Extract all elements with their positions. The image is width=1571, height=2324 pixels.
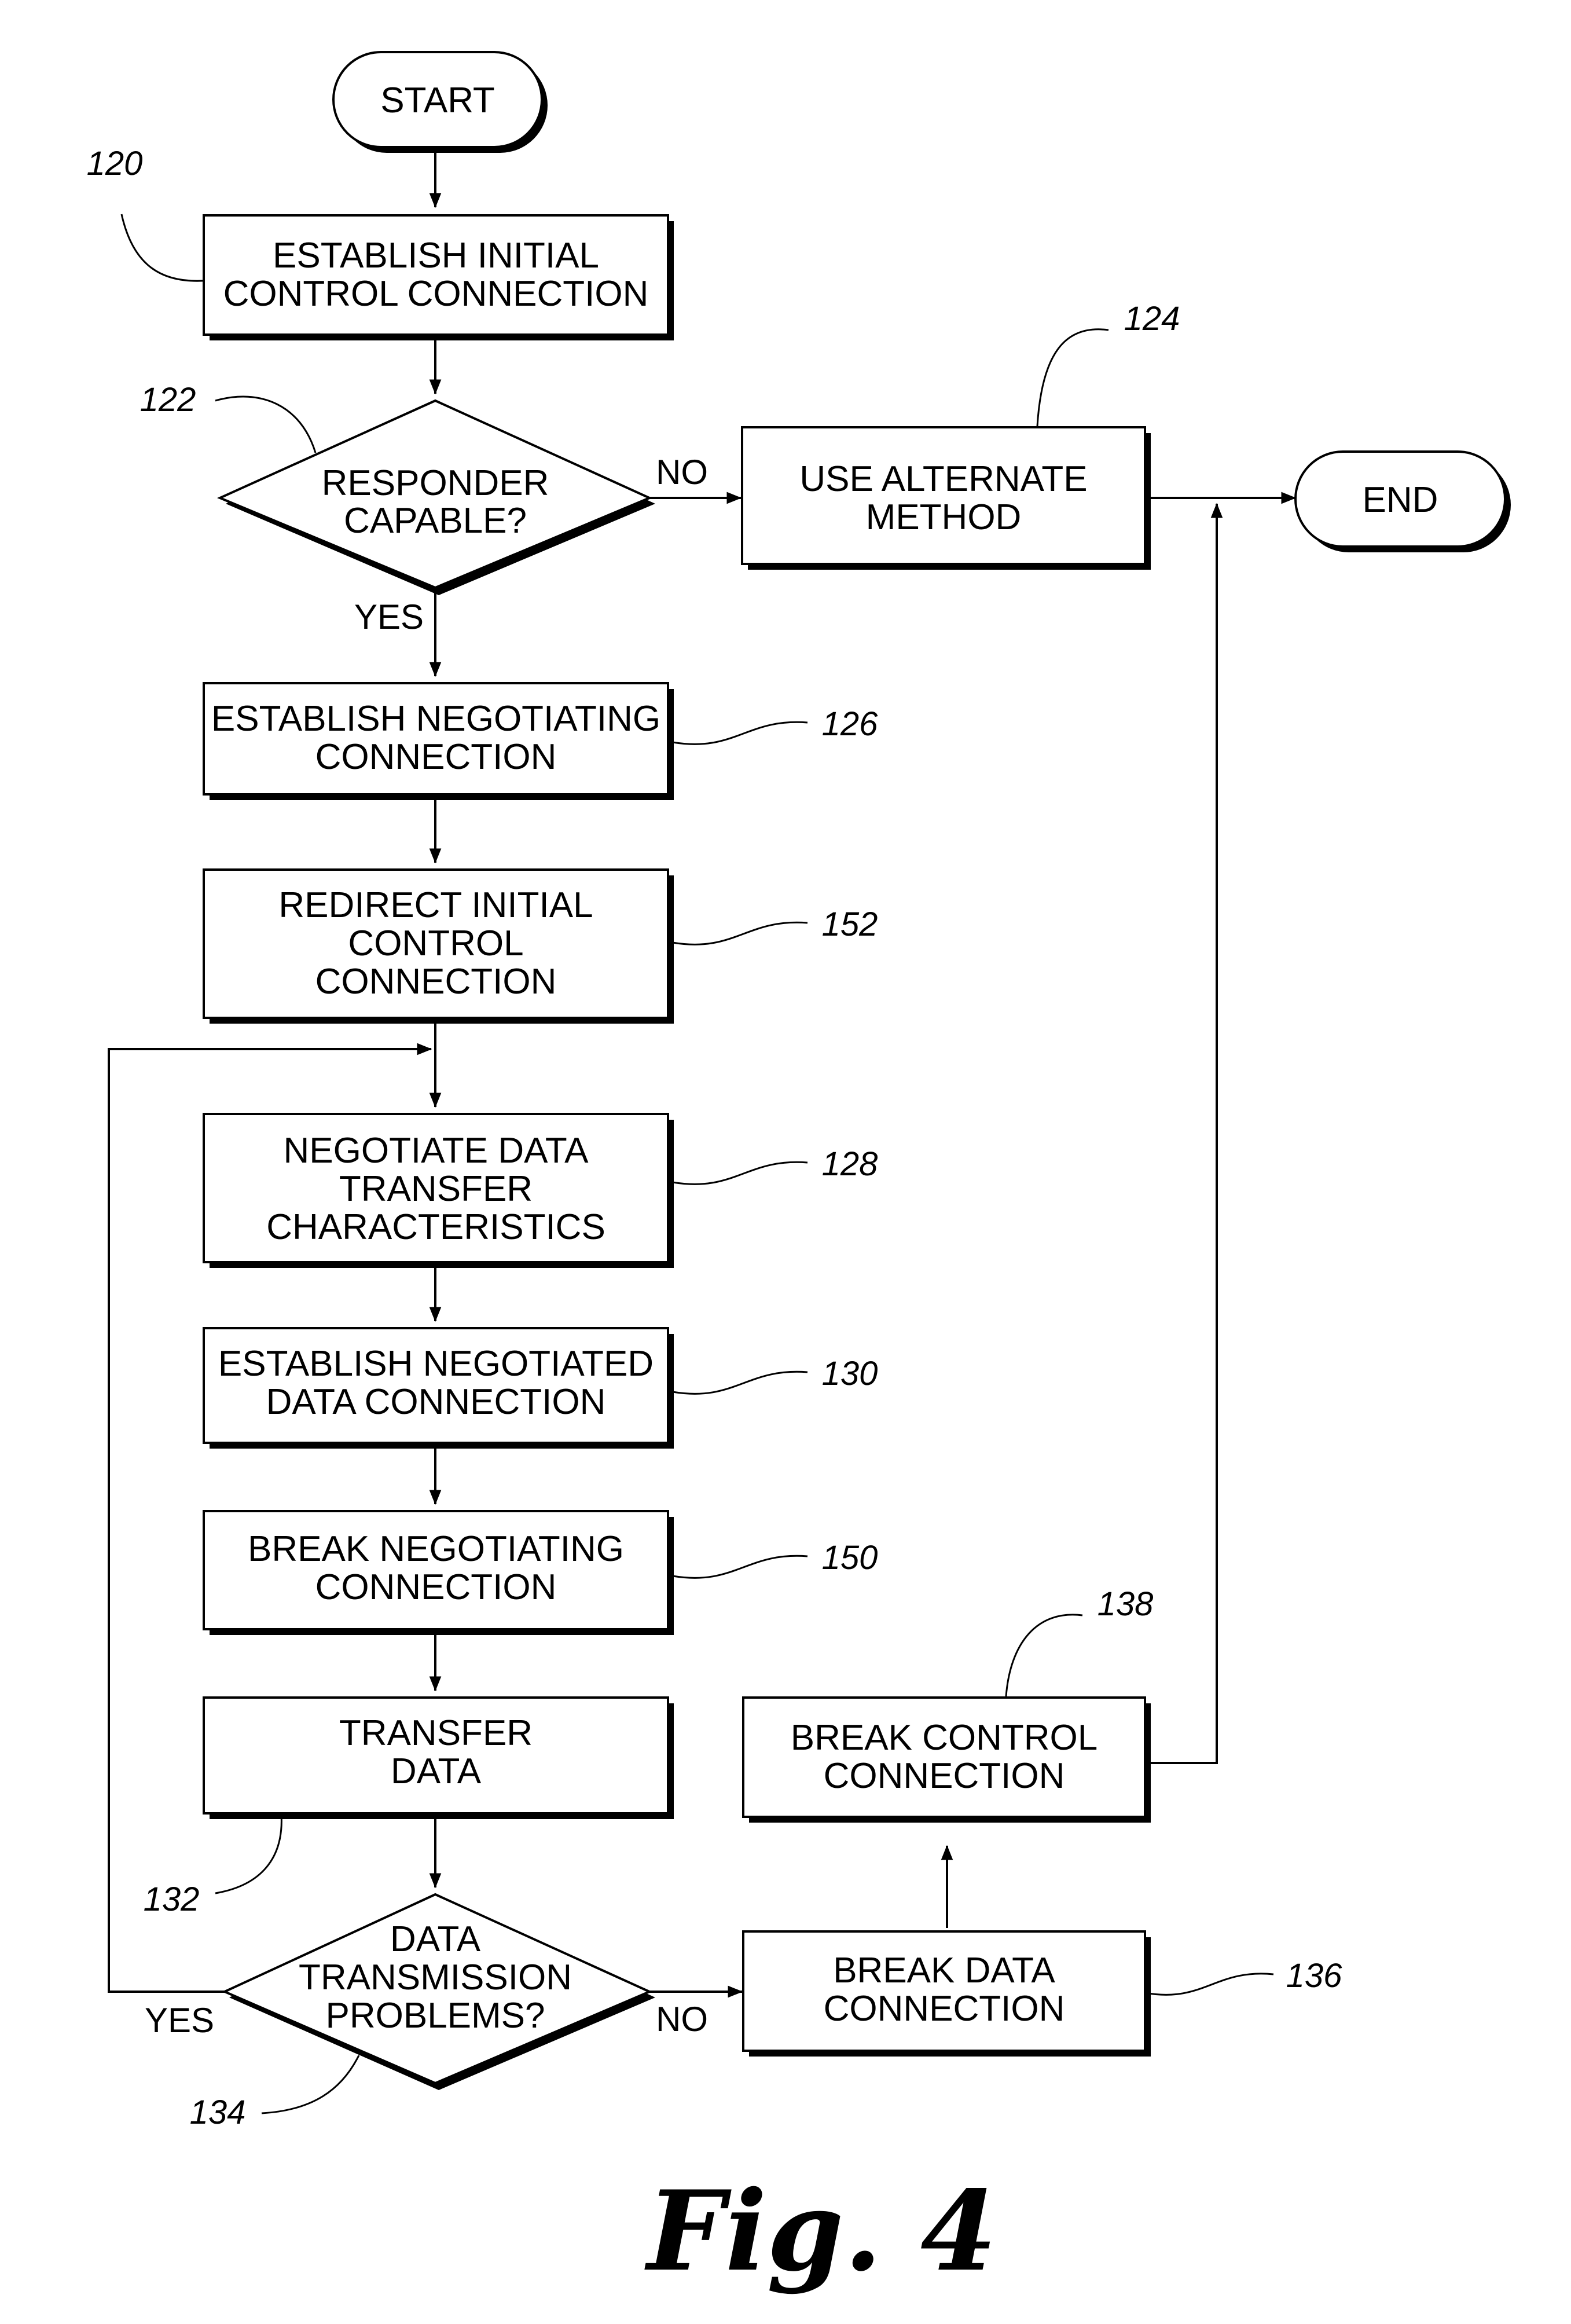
ref-136: 136 bbox=[1286, 1957, 1343, 1995]
box-126-establish-negotiating-connection: ESTABLISH NEGOTIATING CONNECTION bbox=[203, 682, 674, 800]
branch-label-134-no: NO bbox=[656, 2000, 708, 2039]
branch-label-134-yes: YES bbox=[145, 2001, 214, 2040]
leader-124 bbox=[1036, 328, 1109, 427]
connectors bbox=[108, 152, 1297, 1998]
box-150-break-negotiating-connection: BREAK NEGOTIATING CONNECTION bbox=[203, 1510, 674, 1635]
box-136-break-data-connection: BREAK DATA CONNECTION bbox=[742, 1930, 1151, 2057]
box-132-transfer-data: TRANSFER DATA bbox=[203, 1696, 674, 1819]
box-152-line-1: REDIRECT INITIAL bbox=[278, 885, 593, 925]
box-138-line-1: BREAK CONTROL bbox=[791, 1718, 1098, 1758]
decision-134-line-1: DATA bbox=[390, 1919, 481, 1959]
box-136-line-1: BREAK DATA bbox=[833, 1951, 1055, 1991]
decision-134-line-3: PROBLEMS? bbox=[325, 1996, 545, 2036]
box-126-line-2: CONNECTION bbox=[315, 737, 557, 777]
ref-126: 126 bbox=[822, 705, 879, 743]
box-124-line-2: METHOD bbox=[866, 497, 1022, 537]
ref-150: 150 bbox=[822, 1539, 878, 1577]
ref-138: 138 bbox=[1098, 1585, 1154, 1623]
box-132-line-1: TRANSFER bbox=[339, 1713, 533, 1753]
box-128-line-1: NEGOTIATE DATA bbox=[283, 1131, 589, 1171]
box-124-line-1: USE ALTERNATE bbox=[799, 459, 1087, 499]
box-138-break-control-connection: BREAK CONTROL CONNECTION bbox=[742, 1696, 1151, 1823]
box-120-establish-initial-control-connection: ESTABLISH INITIAL CONTROL CONNECTION bbox=[203, 214, 674, 340]
ref-124: 124 bbox=[1124, 300, 1180, 338]
leader-136 bbox=[1144, 1973, 1274, 1996]
box-138-line-2: CONNECTION bbox=[824, 1756, 1065, 1796]
box-130-line-2: DATA CONNECTION bbox=[266, 1382, 606, 1422]
leader-138 bbox=[1005, 1614, 1083, 1697]
end-terminator: END bbox=[1294, 450, 1511, 552]
box-128-line-3: CHARACTERISTICS bbox=[266, 1207, 605, 1247]
decision-134-data-transmission-problems: DATA TRANSMISSION PROBLEMS? bbox=[222, 1893, 655, 2090]
box-130-establish-negotiated-data-connection: ESTABLISH NEGOTIATED DATA CONNECTION bbox=[203, 1327, 674, 1449]
start-label: START bbox=[380, 80, 495, 120]
leader-128 bbox=[672, 1161, 808, 1185]
box-132-line-2: DATA bbox=[391, 1751, 482, 1791]
box-130-line-1: ESTABLISH NEGOTIATED bbox=[218, 1344, 654, 1384]
decision-122-line-1: RESPONDER bbox=[322, 463, 549, 503]
box-124-use-alternate-method: USE ALTERNATE METHOD bbox=[741, 426, 1151, 570]
box-150-line-2: CONNECTION bbox=[315, 1567, 557, 1607]
box-152-line-2: CONTROL bbox=[348, 923, 523, 963]
figure-caption: Fig. 4 bbox=[644, 2167, 997, 2296]
box-128-line-2: TRANSFER bbox=[339, 1169, 533, 1209]
reference-numerals: 120 122 124 126 152 128 130 150 132 134 … bbox=[87, 145, 1343, 2131]
ref-122: 122 bbox=[140, 381, 196, 419]
decision-122-line-2: CAPABLE? bbox=[344, 501, 527, 541]
leader-152 bbox=[672, 921, 808, 945]
end-label: END bbox=[1363, 480, 1438, 520]
box-128-negotiate-data-transfer-characteristics: NEGOTIATE DATA TRANSFER CHARACTERISTICS bbox=[203, 1113, 674, 1268]
leader-150 bbox=[672, 1555, 808, 1579]
leader-132 bbox=[215, 1814, 282, 1894]
ref-134: 134 bbox=[190, 2094, 246, 2131]
arrow-138-to-end bbox=[1145, 503, 1223, 1764]
box-136-line-2: CONNECTION bbox=[824, 1989, 1065, 2029]
box-150-line-1: BREAK NEGOTIATING bbox=[248, 1529, 624, 1569]
leader-130 bbox=[672, 1370, 808, 1395]
ref-152: 152 bbox=[822, 906, 878, 943]
box-120-line-2: CONTROL CONNECTION bbox=[223, 274, 649, 314]
leader-122 bbox=[215, 395, 317, 453]
ref-130: 130 bbox=[822, 1355, 878, 1392]
decision-122-responder-capable: RESPONDER CAPABLE? bbox=[216, 399, 655, 595]
box-126-line-1: ESTABLISH NEGOTIATING bbox=[211, 699, 660, 739]
ref-120: 120 bbox=[87, 145, 143, 182]
box-120-line-1: ESTABLISH INITIAL bbox=[273, 236, 599, 276]
box-152-line-3: CONNECTION bbox=[315, 962, 557, 1002]
leader-134 bbox=[261, 2055, 360, 2114]
branch-label-122-no: NO bbox=[656, 453, 708, 492]
ref-128: 128 bbox=[822, 1145, 878, 1183]
branch-label-122-yes: YES bbox=[354, 598, 424, 636]
leader-126 bbox=[672, 721, 808, 745]
leader-120 bbox=[120, 214, 203, 282]
start-terminator: START bbox=[332, 51, 548, 153]
ref-132: 132 bbox=[144, 1881, 200, 1918]
arrow-134-yes-loop bbox=[108, 1043, 432, 1993]
box-152-redirect-initial-control-connection: REDIRECT INITIAL CONTROL CONNECTION bbox=[203, 868, 674, 1024]
decision-134-line-2: TRANSMISSION bbox=[299, 1958, 572, 1997]
